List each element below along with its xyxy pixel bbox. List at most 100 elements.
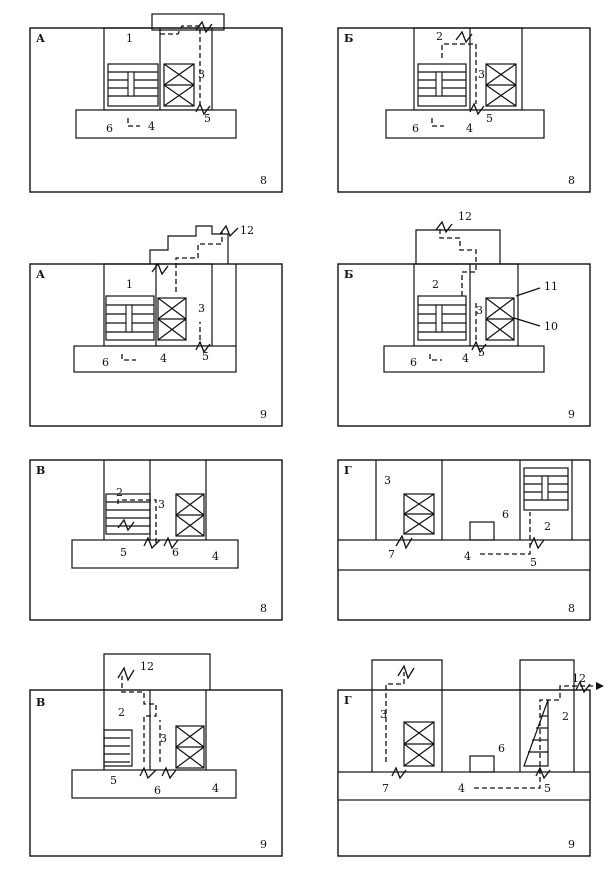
panel-a-sheet-9: 1 3 4 5 6 12 А 9 [29,224,283,427]
corridor [71,769,237,799]
sheet-number: 8 [260,602,267,615]
sheet-number: 9 [568,408,575,421]
stair-flight [105,295,155,341]
stair-flight [103,729,133,767]
corridor [73,345,237,373]
panel-b-sheet-9: 2 3 4 5 6 10 11 12 Б 9 [337,210,591,427]
panel-frame [29,689,283,857]
roof-exit-box [151,13,225,31]
stair-flight [417,295,467,341]
sheet-number: 8 [568,602,575,615]
stair-flight [107,63,159,107]
label-4: 4 [466,122,473,135]
panel-letter: Б [344,32,353,45]
elevator-shaft [157,297,187,341]
label-1: 1 [126,278,133,291]
elevator-shaft [163,63,195,107]
label-5: 5 [120,546,127,559]
label-2: 2 [432,278,439,291]
label-2: 2 [118,706,125,719]
label-5: 5 [544,782,551,795]
label-5: 5 [204,112,211,125]
panel-letter: В [36,464,45,477]
panel-g-sheet-8: 2 3 4 5 6 7 Г 8 [337,459,591,621]
label-4: 4 [148,120,155,133]
label-4: 4 [212,782,219,795]
sheet-number: 9 [260,838,267,851]
elevator-shaft [403,493,435,535]
label-3: 3 [380,708,387,721]
label-12: 12 [572,672,586,685]
label-12: 12 [458,210,472,223]
sheet-number: 9 [568,838,575,851]
label-6: 6 [410,356,417,369]
panel-v-sheet-9: 2 3 4 5 6 12 В 9 [29,653,283,857]
corridor [385,109,545,139]
stair-flight [523,467,569,511]
panel-letter: Г [344,694,352,707]
label-5: 5 [478,346,485,359]
stair-flight [105,493,151,535]
panel-letter: Б [344,268,353,281]
label-5: 5 [486,112,493,125]
label-3: 3 [158,498,165,511]
label-3: 3 [478,68,485,81]
label-12: 12 [240,224,254,237]
label-2: 2 [544,520,551,533]
elevator-shaft [485,297,515,341]
panel-letter: А [36,32,45,45]
panel-frame [29,459,283,621]
panel-letter: В [36,696,45,709]
elevator-shaft [485,63,517,107]
panel-g-sheet-9: 2 3 4 5 6 7 12 Г 9 [337,659,604,857]
panel-v-sheet-8: 2 3 4 5 6 В 8 [29,459,283,621]
label-6: 6 [502,508,509,521]
room-6 [469,755,495,773]
room-6 [469,521,495,541]
label-3: 3 [160,732,167,745]
corridor [337,539,591,571]
label-4: 4 [160,352,167,365]
sheet-number: 9 [260,408,267,421]
panel-b-sheet-8: 2 3 4 5 6 Б 8 [337,27,591,193]
panel-letter: А [36,268,45,281]
label-5: 5 [110,774,117,787]
label-5: 5 [530,556,537,569]
sheet-number: 8 [260,174,267,187]
sheet-number: 8 [568,174,575,187]
corridor [383,345,545,373]
label-12: 12 [140,660,154,673]
exit-arrow-icon [596,682,604,690]
label-6: 6 [106,122,113,135]
corridor [337,771,591,801]
label-2: 2 [562,710,569,723]
label-6: 6 [412,122,419,135]
elevator-shaft [175,725,205,769]
label-5: 5 [202,350,209,363]
corridor [75,109,237,139]
label-6: 6 [172,546,179,559]
panel-letter: Г [344,464,352,477]
label-2: 2 [436,30,443,43]
elevator-shaft [175,493,205,537]
stair-flight [417,63,467,107]
elevator-shaft [403,721,435,767]
label-1: 1 [126,32,133,45]
stair-flight [523,699,549,767]
label-6: 6 [154,784,161,797]
label-3: 3 [198,302,205,315]
label-3: 3 [384,474,391,487]
label-4: 4 [462,352,469,365]
label-10: 10 [544,320,558,333]
label-7: 7 [388,548,395,561]
label-4: 4 [464,550,471,563]
label-3: 3 [198,68,205,81]
label-2: 2 [116,486,123,499]
label-11: 11 [544,280,558,293]
label-4: 4 [212,550,219,563]
label-6: 6 [498,742,505,755]
label-3: 3 [476,304,483,317]
label-4: 4 [458,782,465,795]
label-6: 6 [102,356,109,369]
